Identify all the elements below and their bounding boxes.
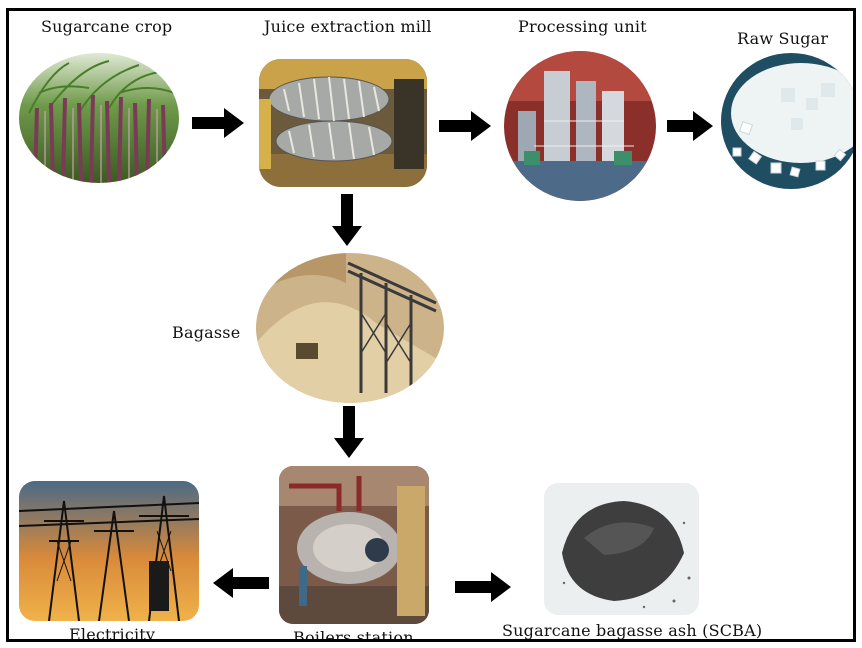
crushing-mill-photo [259,59,427,187]
arrow-crop-to-mill [192,108,244,138]
label-sugarcane-crop: Sugarcane crop [41,17,173,36]
label-bagasse: Bagasse [172,323,241,342]
sugarcane-field-photo [19,53,179,183]
label-scba: Sugarcane bagasse ash (SCBA) [502,621,763,640]
label-processing-unit: Processing unit [518,17,647,36]
label-raw-sugar: Raw Sugar [737,29,829,48]
arrow-boilers-to-electricity [213,568,269,598]
arrow-mill-to-bagasse [332,194,362,246]
label-electricity: Electricity [69,625,156,642]
arrow-boilers-to-scba [455,572,511,602]
arrow-processing-to-sugar [667,111,713,141]
arrow-bagasse-to-boilers [334,406,364,458]
arrow-mill-to-processing [439,111,491,141]
boiler-photo [279,466,429,624]
power-pylons-photo [19,481,199,621]
label-juice-extraction-mill: Juice extraction mill [264,17,432,36]
diagram-frame: Sugarcane crop Juice extraction mill Pro… [6,8,856,642]
ash-powder-photo [544,483,699,615]
sugar-crystals-photo [721,53,853,189]
label-boilers-station: Boilers station [293,628,414,642]
bagasse-pile-photo [256,253,444,403]
processing-plant-photo [504,51,656,201]
